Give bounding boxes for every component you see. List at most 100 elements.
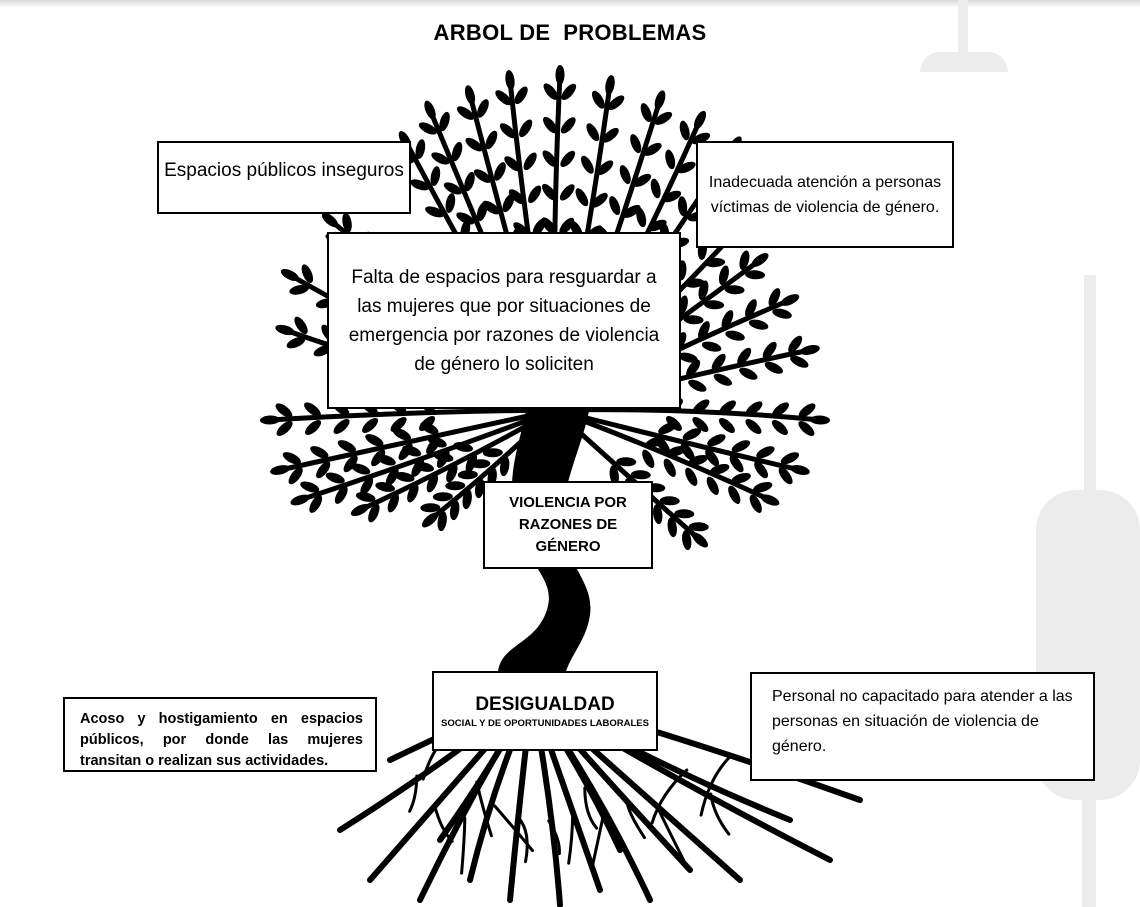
decor-bar — [1084, 275, 1096, 495]
trunk-box: VIOLENCIA POR RAZONES DE GÉNERO — [483, 481, 653, 569]
leaf — [685, 467, 698, 486]
leaf — [580, 155, 594, 174]
branch — [552, 407, 823, 423]
leaf — [280, 268, 300, 282]
leaf — [542, 183, 557, 201]
leaf — [365, 434, 384, 447]
leaf — [474, 478, 485, 499]
leaf — [305, 420, 322, 435]
leaf — [505, 70, 515, 90]
leaf — [276, 421, 293, 436]
leaf — [753, 481, 773, 493]
root-cause-box: DESIGUALDAD SOCIAL Y DE OPORTUNIDADES LA… — [432, 671, 658, 751]
leaf — [609, 196, 621, 216]
leaf — [718, 417, 735, 433]
root-hair — [567, 810, 575, 865]
leaf — [754, 461, 769, 479]
leaf — [508, 189, 525, 205]
root-hair — [583, 786, 599, 830]
leaf — [688, 379, 707, 392]
cause-box-right: Personal no capacitado para atender a la… — [750, 672, 1095, 781]
leaf — [392, 428, 411, 441]
leaf — [667, 517, 677, 538]
leaf — [739, 367, 758, 380]
leaf — [333, 419, 350, 434]
leaf — [443, 182, 463, 195]
leaf — [289, 284, 309, 295]
leaf — [772, 308, 792, 319]
leaf — [706, 476, 719, 495]
effect-text-left: Espacios públicos inseguros — [164, 160, 404, 181]
leaf — [749, 494, 762, 513]
cause-text-right: Personal no capacitado para atender a la… — [772, 688, 1073, 755]
leaf — [342, 212, 352, 233]
leaf — [679, 120, 690, 141]
leaf — [514, 86, 528, 105]
leaf — [705, 258, 726, 268]
leaf — [260, 415, 280, 425]
leaf — [294, 316, 308, 335]
leaf — [286, 336, 306, 349]
leaf — [387, 493, 400, 513]
leaf — [659, 496, 680, 506]
trunk-text: VIOLENCIA POR RAZONES DE GÉNERO — [509, 494, 627, 555]
leaf — [407, 483, 419, 503]
leaf — [665, 149, 676, 170]
leaf — [560, 150, 576, 168]
decor-cap — [920, 52, 1008, 72]
leaf — [721, 310, 734, 329]
leaf — [616, 457, 637, 467]
leaf — [431, 152, 450, 165]
leaf — [731, 440, 751, 453]
leaf — [465, 453, 478, 473]
leaf — [270, 465, 290, 475]
leaf — [453, 442, 473, 452]
leaf — [591, 90, 605, 109]
leaf — [559, 184, 575, 201]
leaf — [410, 179, 430, 191]
leaf — [654, 111, 673, 125]
leaf — [605, 75, 615, 95]
root-cause-heading: DESIGUALDAD — [475, 693, 615, 715]
leaf — [519, 119, 533, 138]
leaf — [704, 300, 725, 310]
root-hair — [650, 768, 689, 825]
branch — [267, 407, 558, 423]
leaf — [375, 482, 395, 492]
leaf — [456, 212, 475, 225]
cause-text-left: Acoso y hostigamiento en espacios públic… — [80, 711, 363, 769]
leaf — [502, 193, 515, 213]
leaf — [771, 419, 788, 435]
leaf — [798, 403, 816, 418]
leaf — [713, 373, 732, 386]
leaf — [698, 321, 710, 340]
leaf — [301, 264, 314, 284]
leaf — [737, 347, 752, 365]
leaf — [586, 123, 600, 142]
root-hair — [460, 816, 467, 875]
leaf — [760, 494, 780, 506]
leaf — [309, 495, 323, 513]
leaf — [633, 173, 652, 187]
leaf — [756, 446, 775, 459]
leaf — [432, 492, 453, 502]
leaf — [718, 265, 729, 286]
leaf — [745, 418, 762, 434]
leaf — [351, 463, 371, 475]
leaf — [654, 90, 666, 110]
leaf — [482, 200, 500, 215]
leaf — [424, 100, 436, 120]
leaf — [728, 485, 741, 504]
leaf — [523, 152, 537, 171]
leaf — [433, 452, 454, 462]
decor-bar — [1082, 790, 1096, 907]
leaf — [360, 477, 374, 495]
leaf — [764, 361, 783, 374]
leaf — [414, 462, 434, 472]
leaf — [609, 465, 619, 486]
root-hair — [709, 792, 731, 836]
leaf — [425, 206, 445, 218]
leaf — [682, 428, 702, 441]
leaf — [798, 420, 815, 436]
leaf — [499, 123, 516, 139]
